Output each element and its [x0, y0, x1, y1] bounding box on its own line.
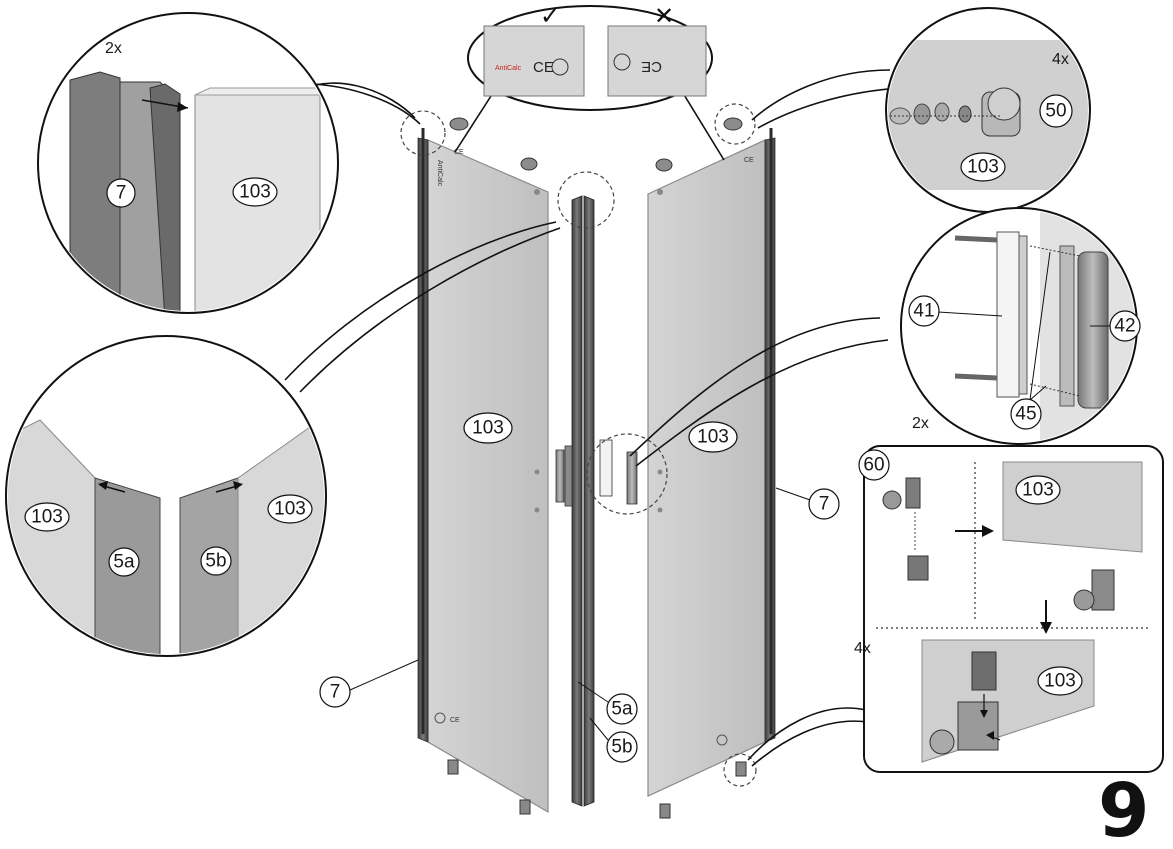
handle-left	[555, 445, 573, 507]
anticalc-logo-left: AntiCalc	[436, 160, 443, 187]
detail-hinge-50: 50 103 4x	[885, 7, 1091, 213]
detail-profile-glass: 7 103 2x	[37, 12, 339, 314]
qty-bracket: 4x	[854, 640, 871, 657]
bracket-detail-box: 103 103 60	[858, 445, 1164, 773]
hinge-screws-top	[449, 117, 743, 172]
label-103-box-bottom: 103	[1044, 671, 1076, 692]
callout-markers	[400, 103, 757, 787]
ce-mark-sample-correct: CE	[533, 59, 554, 76]
label-103-detail-tl: 103	[239, 182, 271, 203]
ce-mark-right: CE	[744, 157, 754, 164]
label-5b-detail: 5b	[205, 551, 226, 572]
label-60: 60	[863, 455, 884, 476]
label-5b-main: 5b	[611, 737, 632, 758]
label-103-right-panel: 103	[697, 427, 729, 448]
label-103-left-panel: 103	[472, 418, 504, 439]
label-7-right: 7	[819, 494, 830, 515]
handle-right	[599, 439, 638, 505]
label-7-left: 7	[330, 682, 341, 703]
label-45: 45	[1015, 404, 1036, 425]
main-labels: 103 103 7 7 5a 5b	[319, 412, 840, 763]
ce-mark-left: CE	[454, 149, 464, 156]
cert-logo-right-bottom	[716, 734, 728, 746]
cert-logo-sample-correct	[551, 58, 569, 76]
qty-handle: 2x	[912, 415, 929, 432]
left-glass-panel: AntiCalc CE CE	[417, 128, 549, 814]
label-50: 50	[1045, 101, 1066, 122]
step-number: 9	[1098, 768, 1150, 849]
label-103-detail-ml-right: 103	[274, 499, 306, 520]
qty-hinge: 4x	[1052, 51, 1069, 68]
right-glass-panel: CE	[647, 128, 776, 797]
qty-top-left: 2x	[105, 40, 122, 57]
label-41: 41	[913, 301, 934, 322]
check-mark: ✓	[540, 2, 560, 30]
anticalc-logo-sample: AntiCalc	[495, 65, 522, 72]
detail-corner-5a-5b: 103 103 5a 5b	[5, 335, 327, 657]
label-42: 42	[1114, 316, 1135, 337]
detail-handle: 41 42 45 2x	[900, 207, 1141, 445]
orientation-detail: AntiCalc CE CE ✓ ✕	[467, 2, 713, 111]
label-103-detail-tr: 103	[967, 157, 999, 178]
label-5a-main: 5a	[611, 699, 633, 720]
ce-mark-left-bottom: CE	[450, 717, 460, 724]
label-103-detail-ml-left: 103	[31, 507, 63, 528]
ce-mark-sample-wrong: CE	[641, 58, 662, 75]
label-103-box-top: 103	[1022, 480, 1054, 501]
bottom-brackets	[447, 759, 747, 819]
label-5a-detail: 5a	[113, 552, 135, 573]
label-7-detail: 7	[116, 183, 127, 204]
cert-logo-sample-wrong	[613, 53, 631, 71]
cross-mark: ✕	[654, 2, 674, 30]
corner-profiles	[571, 195, 595, 807]
cert-logo-left-bottom	[434, 712, 446, 724]
